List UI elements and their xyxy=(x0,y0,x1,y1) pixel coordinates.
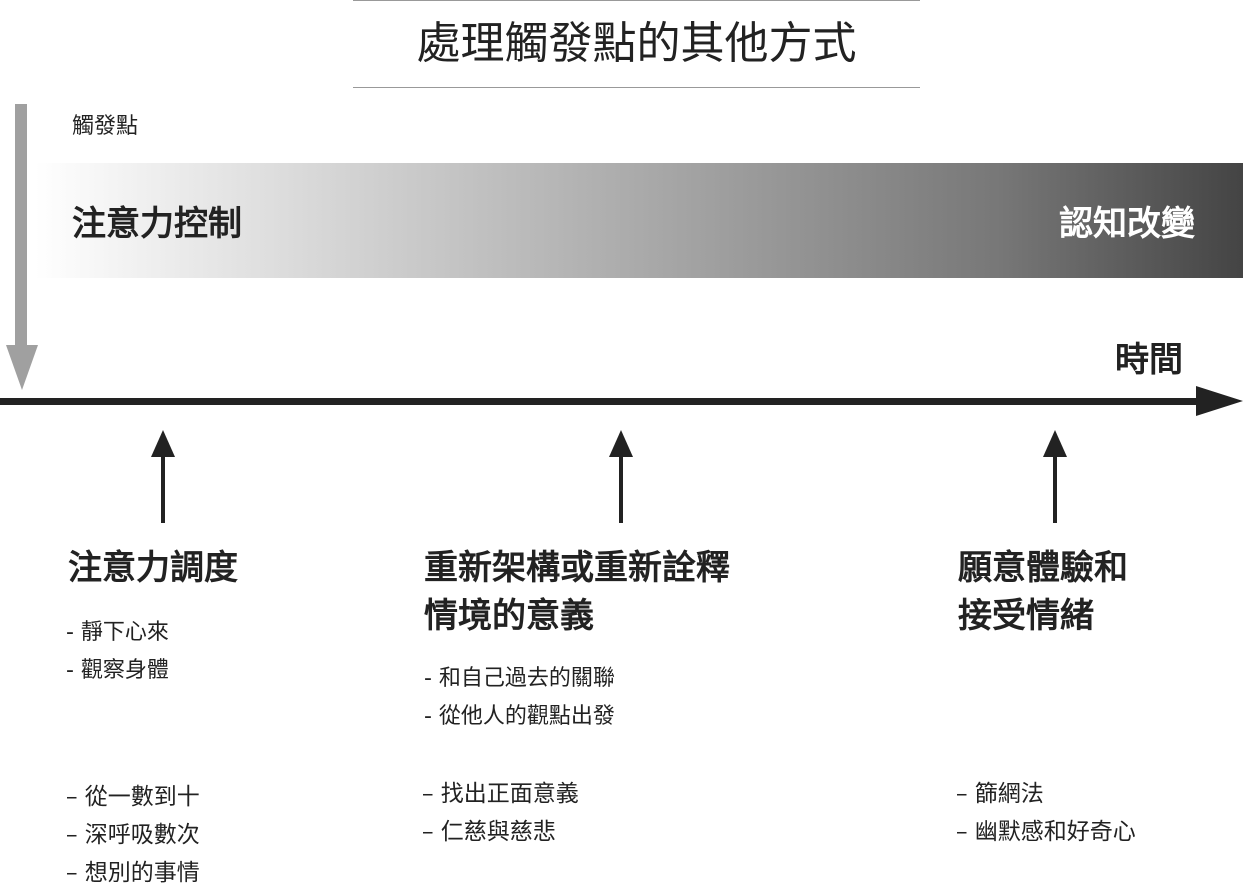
list-item: – 從一數到十 xyxy=(66,784,200,810)
column-acceptance-examples: – 篩網法 – 幽默感和好奇心 xyxy=(956,775,1136,851)
column-attention-examples: – 從一數到十 – 深呼吸數次 – 想別的事情 xyxy=(66,778,200,892)
trigger-arrow-icon xyxy=(6,104,38,390)
gradient-band xyxy=(35,163,1243,278)
column-heading: 重新架構或重新詮釋 xyxy=(424,548,730,588)
list-item: – 幽默感和好奇心 xyxy=(956,819,1136,845)
timeline-arrow-icon xyxy=(0,386,1243,416)
list-item: - 從他人的觀點出發 xyxy=(424,704,615,729)
column-acceptance: 願意體驗和 接受情緒 xyxy=(958,544,1128,640)
list-item: – 仁慈與慈悲 xyxy=(422,819,556,845)
band-label-attention-control: 注意力控制 xyxy=(72,204,242,244)
up-arrow-icon xyxy=(1043,430,1067,523)
trigger-label: 觸發點 xyxy=(72,114,139,139)
list-item: – 找出正面意義 xyxy=(422,781,579,807)
list-item: - 觀察身體 xyxy=(66,658,169,683)
list-item: – 想別的事情 xyxy=(66,860,200,886)
column-heading: 願意體驗和 xyxy=(958,548,1128,588)
list-item: - 靜下心來 xyxy=(66,620,169,645)
column-heading: 注意力調度 xyxy=(68,548,238,588)
list-item: – 篩網法 xyxy=(956,781,1044,807)
band-label-cognitive-change: 認知改變 xyxy=(1059,204,1195,244)
list-item: - 和自己過去的關聯 xyxy=(424,666,615,691)
up-arrow-icon xyxy=(609,430,633,523)
column-reframing-examples: – 找出正面意義 – 仁慈與慈悲 xyxy=(422,775,579,851)
column-heading: 接受情緒 xyxy=(958,596,1094,636)
column-heading: 情境的意義 xyxy=(424,596,594,636)
up-arrow-icon xyxy=(151,430,175,523)
column-attention-deployment: 注意力調度 - 靜下心來 - 觀察身體 xyxy=(66,544,238,690)
time-label: 時間 xyxy=(1115,340,1183,380)
column-reframing: 重新架構或重新詮釋 情境的意義 - 和自己過去的關聯 - 從他人的觀點出發 xyxy=(424,544,730,736)
diagram-title: 處理觸發點的其他方式 xyxy=(353,0,920,88)
list-item: – 深呼吸數次 xyxy=(66,822,200,848)
